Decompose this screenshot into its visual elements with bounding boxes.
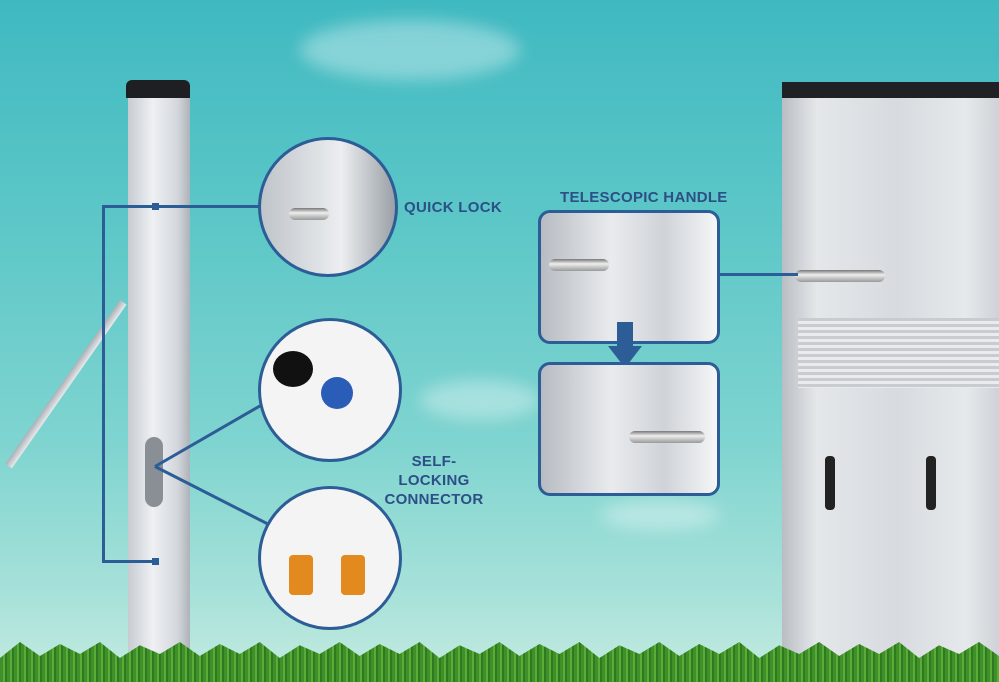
self-locking-connector-label: SELF-LOCKING CONNECTOR bbox=[384, 452, 484, 509]
label-line: CONNECTOR bbox=[384, 491, 484, 508]
post-cap bbox=[126, 80, 190, 98]
cloud bbox=[420, 380, 540, 420]
connector-detail-image-2 bbox=[258, 486, 402, 630]
cabinet-top bbox=[782, 82, 999, 98]
callout-line bbox=[102, 205, 105, 562]
quick-lock-pin bbox=[289, 208, 329, 220]
connector-detail-image bbox=[258, 318, 402, 462]
support-brace bbox=[5, 300, 127, 469]
cloud bbox=[300, 20, 520, 80]
telescopic-handle-label: TELESCOPIC HANDLE bbox=[560, 189, 728, 206]
connector-black bbox=[273, 351, 313, 387]
aluminum-post bbox=[128, 84, 190, 666]
callout-line bbox=[102, 205, 262, 208]
connector-orange bbox=[341, 555, 365, 595]
connector-slot bbox=[145, 437, 163, 507]
arrow-down-icon bbox=[617, 322, 633, 348]
handle-rod bbox=[549, 259, 609, 271]
handle-extended-image bbox=[538, 362, 720, 496]
quick-lock-label: QUICK LOCK bbox=[404, 199, 502, 216]
telescopic-handle-rod bbox=[795, 270, 885, 282]
cabinet-handle bbox=[825, 456, 835, 510]
connector-blue bbox=[321, 377, 353, 409]
connector-orange bbox=[289, 555, 313, 595]
cabinet-heatsink bbox=[798, 318, 999, 388]
callout-line bbox=[102, 560, 157, 563]
callout-dot bbox=[152, 203, 159, 210]
handle-rod bbox=[629, 431, 705, 443]
label-line: SELF-LOCKING bbox=[398, 453, 470, 489]
cabinet-handle bbox=[926, 456, 936, 510]
callout-line bbox=[713, 273, 798, 276]
quick-lock-detail-image bbox=[258, 137, 398, 277]
callout-dot bbox=[152, 558, 159, 565]
cloud bbox=[600, 500, 720, 530]
